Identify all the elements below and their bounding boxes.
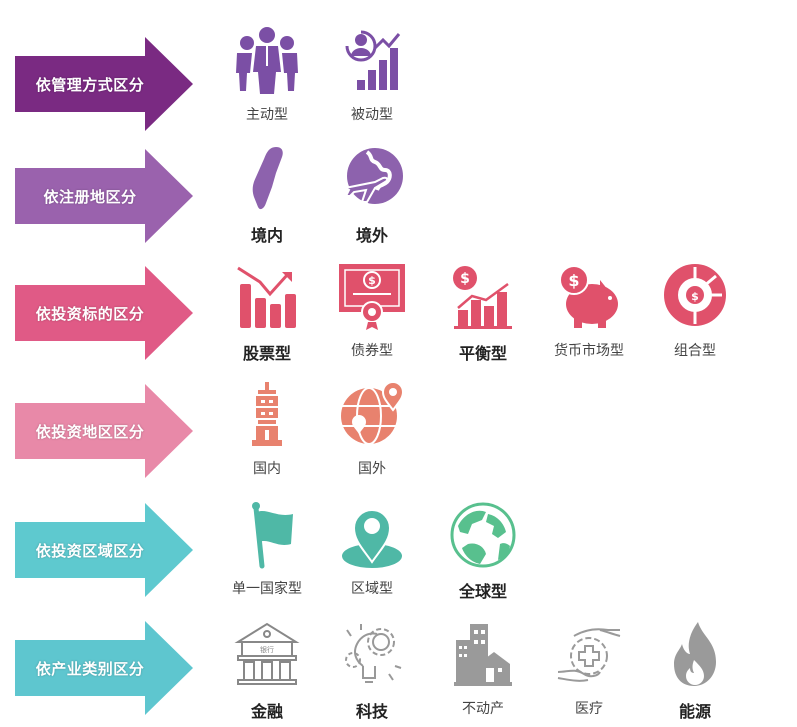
bulb-gear-icon — [345, 624, 402, 683]
svg-text:$: $ — [368, 274, 376, 287]
item-label: 能源 — [678, 702, 711, 721]
team-people-icon — [236, 27, 298, 94]
item-passive: 被动型 — [322, 26, 422, 124]
item-label: 区域型 — [351, 581, 393, 597]
arrow-shape — [15, 503, 193, 597]
item-label: 单一国家型 — [232, 581, 302, 597]
item-label: 主动型 — [246, 107, 288, 123]
svg-text:$: $ — [691, 290, 699, 303]
item-label: 被动型 — [351, 107, 393, 123]
category-label: 依投资标的区分 — [35, 304, 145, 323]
piggy-bank-icon: $ — [559, 265, 618, 328]
earth-icon — [450, 502, 516, 568]
flame-icon — [674, 622, 716, 686]
item-balanced: $ 平衡型 — [433, 262, 533, 364]
item-label: 股票型 — [242, 344, 291, 363]
svg-text:$: $ — [568, 271, 579, 290]
item-finance: 银行 金融 — [217, 620, 317, 722]
item-label: 平衡型 — [458, 344, 507, 363]
item-label: 组合型 — [674, 343, 716, 359]
globe-pin-icon — [341, 381, 405, 445]
arrow-shape — [15, 149, 193, 243]
arrow-shape — [15, 266, 193, 360]
category-label: 依管理方式区分 — [35, 75, 145, 94]
item-label: 境内 — [250, 226, 283, 245]
item-label: 境外 — [355, 226, 388, 245]
item-label: 金融 — [250, 702, 283, 721]
category-arrow-management: 依管理方式区分 — [15, 37, 193, 131]
globe-plane-icon — [341, 148, 403, 204]
svg-text:银行: 银行 — [260, 645, 274, 654]
item-healthcare: 医疗 — [539, 620, 639, 718]
balanced-chart-icon: $ — [453, 266, 512, 329]
category-label: 依产业类别区分 — [35, 659, 145, 678]
bank-building-icon: 银行 — [234, 622, 300, 685]
item-foreign-investment: 国外 — [322, 380, 422, 478]
item-stock: 股票型 — [217, 262, 317, 364]
item-money-market: $ 货币市场型 — [539, 262, 639, 360]
category-arrow-investment-region: 依投资地区区分 — [15, 384, 193, 478]
item-real-estate: 不动产 — [433, 620, 533, 718]
item-label: 全球型 — [458, 582, 507, 601]
arrow-shape — [15, 37, 193, 131]
item-fund-of-funds: $ 组合型 — [645, 262, 745, 360]
bond-certificate-icon: $ — [339, 264, 405, 330]
category-arrow-registration: 依注册地区分 — [15, 149, 193, 243]
item-energy: 能源 — [645, 620, 745, 722]
tower-icon — [252, 382, 282, 446]
item-label: 国外 — [358, 461, 386, 477]
item-label: 国内 — [253, 461, 281, 477]
medical-hands-icon — [557, 628, 621, 682]
item-domestic-investment: 国内 — [217, 380, 317, 478]
portfolio-donut-icon: $ — [664, 264, 726, 326]
item-label: 不动产 — [462, 701, 504, 717]
item-foreign-registration: 境外 — [322, 144, 422, 246]
real-estate-buildings-icon — [454, 624, 512, 686]
item-label: 科技 — [355, 702, 388, 721]
item-domestic-registration: 境内 — [217, 144, 317, 246]
category-label: 依投资区域区分 — [35, 541, 145, 560]
svg-text:$: $ — [460, 271, 470, 287]
item-regional: 区域型 — [322, 500, 422, 598]
item-label: 货币市场型 — [554, 343, 624, 359]
taiwan-map-icon — [252, 147, 283, 210]
category-arrow-industry: 依产业类别区分 — [15, 621, 193, 715]
category-arrow-investment-area: 依投资区域区分 — [15, 503, 193, 597]
category-arrow-investment-target: 依投资标的区分 — [15, 266, 193, 360]
item-single-country: 单一国家型 — [217, 500, 317, 598]
category-label: 依投资地区区分 — [35, 422, 145, 441]
item-active: 主动型 — [217, 26, 317, 124]
stock-chart-icon — [237, 266, 296, 328]
item-label: 医疗 — [575, 701, 603, 717]
item-bond: $ 债券型 — [322, 262, 422, 360]
location-pin-icon — [342, 509, 402, 568]
arrow-shape — [15, 384, 193, 478]
item-technology: 科技 — [322, 620, 422, 722]
growth-chart-person-icon — [345, 30, 401, 90]
arrow-shape — [15, 621, 193, 715]
item-global: 全球型 — [433, 500, 533, 602]
item-label: 债券型 — [351, 343, 393, 359]
flag-icon — [252, 502, 293, 569]
category-label: 依注册地区分 — [43, 187, 137, 206]
